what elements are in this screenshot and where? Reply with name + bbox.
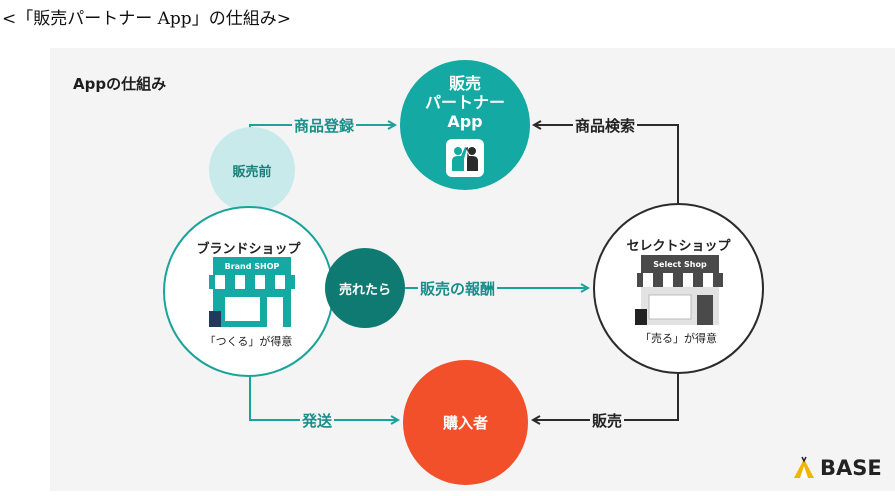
brand-store-sign: Brand SHOP	[225, 262, 280, 271]
brand-shop-title: ブランドショップ	[196, 242, 301, 257]
select-shop-subtitle: 「売る」が得意	[640, 332, 717, 345]
panel-title: Appの仕組み	[73, 75, 167, 93]
brand-store-icon: Brand SHOP	[209, 257, 295, 327]
tent-icon	[794, 456, 814, 478]
brand-shop-subtitle: 「つくる」が得意	[204, 335, 293, 348]
app-title-line1: 販売	[448, 73, 481, 93]
sold-node: 売れたら	[325, 248, 405, 328]
edge-register-label: 商品登録	[292, 115, 357, 136]
base-logo: BASE	[792, 456, 882, 480]
edge-ship-label: 発送	[300, 410, 335, 431]
app-title-line3: App	[447, 111, 483, 131]
before-sale-node: 販売前	[209, 127, 295, 213]
edge-reward-label: 販売の報酬	[418, 278, 498, 299]
logo-text: BASE	[820, 456, 882, 480]
edge-sell-line	[533, 374, 679, 420]
before-sale-label: 販売前	[232, 164, 272, 180]
select-store-sign: Select Shop	[653, 260, 707, 269]
select-store-icon: Select Shop	[635, 255, 723, 325]
app-title-line2: パートナー	[424, 92, 505, 112]
high-five-icon	[446, 138, 484, 177]
caption: <「販売パートナー App」の仕組み>	[2, 9, 291, 29]
app-node: 販売 パートナー App	[400, 60, 530, 190]
edge-ship-line	[249, 377, 398, 420]
edge-search-label: 商品検索	[573, 115, 638, 136]
buyer-node: 購入者	[403, 360, 528, 485]
buyer-label: 購入者	[442, 414, 488, 432]
edge-search-line	[534, 125, 679, 203]
edge-sell-label: 販売	[590, 410, 625, 431]
select-shop-title: セレクトショップ	[626, 239, 731, 254]
sold-label: 売れたら	[338, 282, 391, 298]
